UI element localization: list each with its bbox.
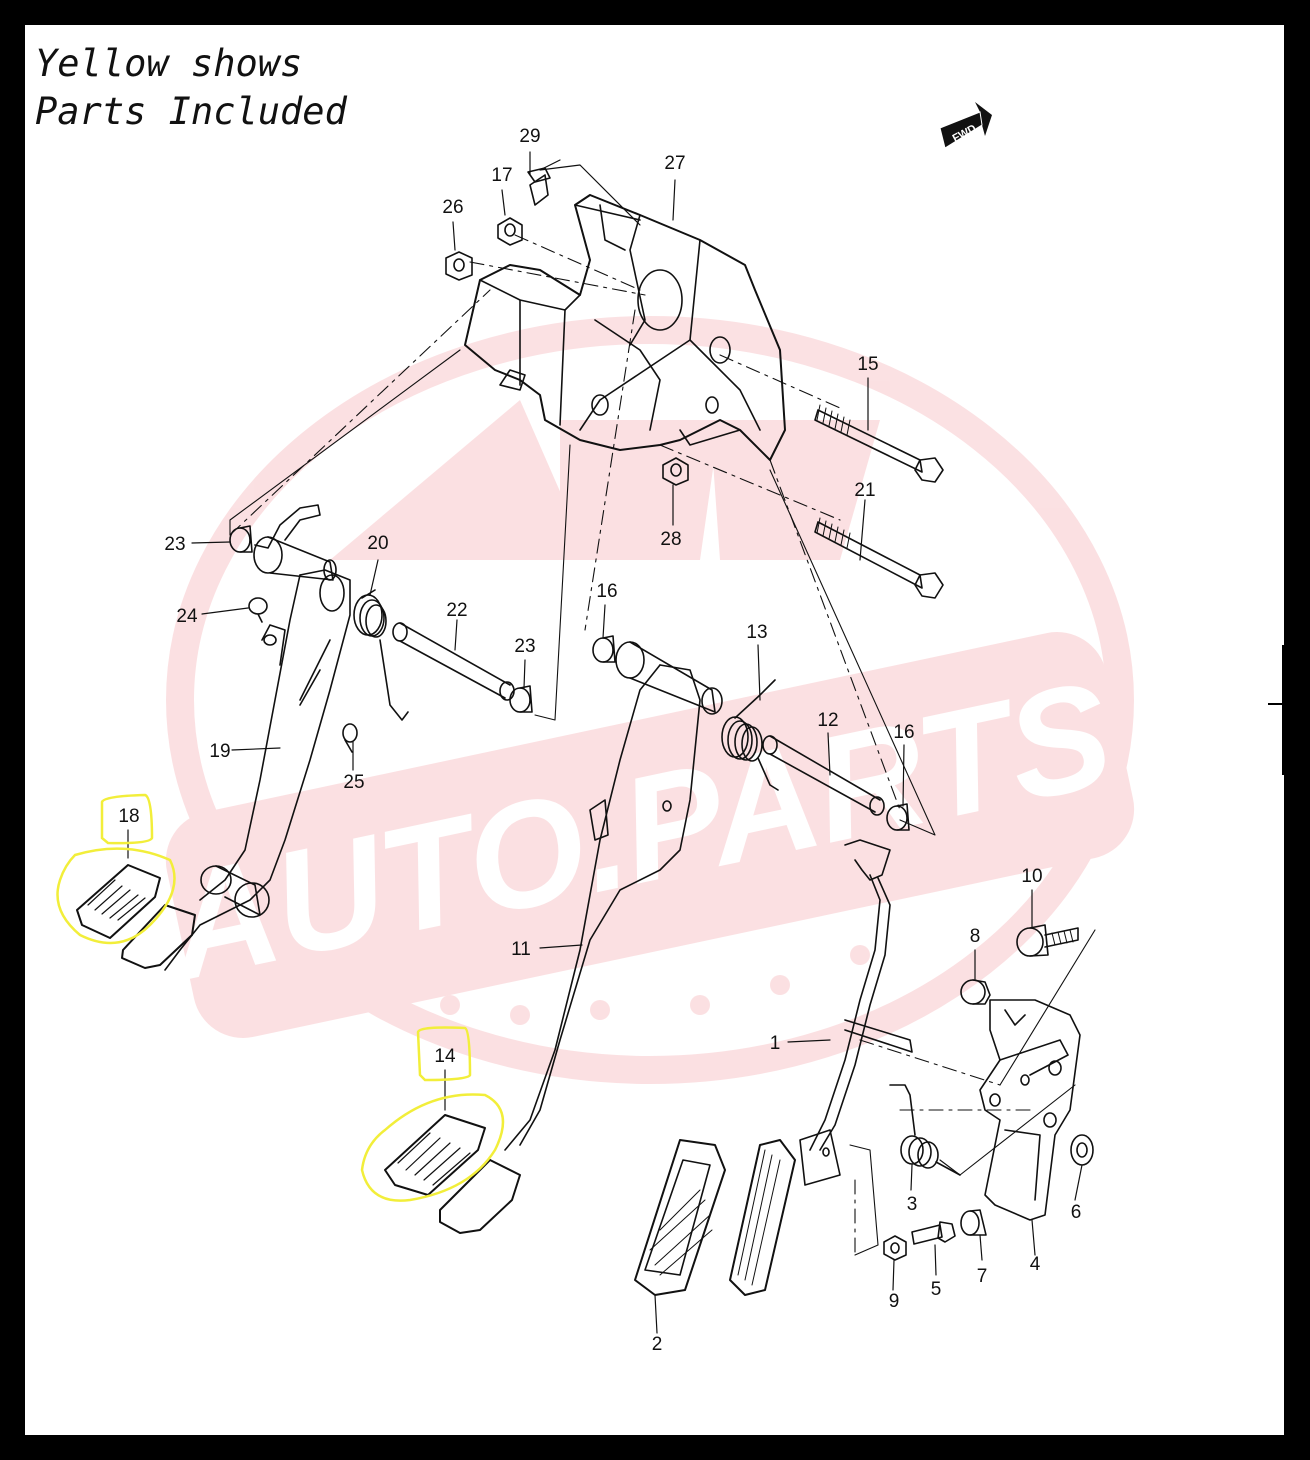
label-part-12: 12 — [817, 710, 838, 731]
label-part-13: 13 — [746, 622, 767, 643]
bushing-16-lower — [886, 803, 910, 831]
washer-6 — [1070, 1134, 1094, 1166]
phantom-lines — [229, 234, 1031, 1256]
brake-pedal-arm — [504, 641, 723, 1151]
label-part-5: 5 — [931, 1279, 942, 1300]
screw-25 — [342, 723, 358, 753]
caption-line-2: Parts Included — [35, 90, 347, 133]
nut-26 — [445, 251, 473, 281]
label-part-7: 7 — [977, 1266, 988, 1287]
nut-28 — [662, 457, 689, 486]
watermark: AUTO.PARTS — [149, 316, 1135, 1084]
forward-arrow-icon: FWD — [939, 102, 992, 149]
label-part-10: 10 — [1021, 866, 1042, 887]
bolt-15 — [814, 404, 944, 483]
right-edge-bar — [1282, 645, 1286, 775]
label-part-26: 26 — [442, 197, 463, 218]
bolt-5 — [911, 1221, 956, 1245]
bolt-21 — [814, 517, 944, 599]
highlight-pad-18 — [56, 847, 176, 945]
bushing-16-upper — [592, 635, 616, 663]
label-part-23b: 23 — [514, 636, 535, 657]
stopper-24 — [248, 597, 268, 623]
clutch-pedal-arm — [164, 504, 351, 971]
highlight-label-18 — [100, 793, 154, 845]
parts-linework — [76, 151, 1096, 1334]
label-part-28: 28 — [660, 529, 681, 550]
label-part-29: 29 — [519, 126, 540, 147]
return-spring-20 — [353, 589, 409, 721]
label-part-23a: 23 — [164, 534, 185, 555]
label-part-9: 9 — [889, 1291, 900, 1312]
pedal-bracket — [464, 194, 786, 461]
shaft-12 — [762, 735, 885, 816]
accelerator-arm — [799, 839, 913, 1186]
label-part-21: 21 — [854, 480, 875, 501]
label-part-8: 8 — [970, 926, 981, 947]
label-part-15: 15 — [857, 354, 878, 375]
label-part-17: 17 — [491, 165, 512, 186]
caption-line-1: Yellow shows — [35, 42, 303, 85]
label-part-4: 4 — [1030, 1254, 1041, 1275]
diagram-frame: Yellow shows Parts Included AUTO.PARTS F… — [25, 25, 1284, 1435]
label-part-25: 25 — [343, 772, 364, 793]
bolt-10 — [1016, 924, 1079, 957]
label-part-3: 3 — [907, 1194, 918, 1215]
label-part-14: 14 — [434, 1046, 456, 1067]
label-part-16a: 16 — [596, 581, 617, 602]
brake-pedal-pad — [384, 1114, 521, 1234]
return-spring-3 — [889, 1084, 961, 1176]
label-part-19: 19 — [209, 741, 230, 762]
bolt-29 — [527, 167, 551, 206]
nut-9 — [883, 1235, 907, 1261]
label-part-6: 6 — [1071, 1202, 1082, 1223]
highlight-label-14 — [416, 1026, 472, 1082]
bushing-7 — [960, 1209, 987, 1236]
label-part-24: 24 — [176, 606, 198, 627]
nut-17 — [497, 217, 523, 246]
label-part-27: 27 — [664, 153, 685, 174]
label-part-16b: 16 — [893, 722, 914, 743]
right-edge-tick — [1268, 703, 1286, 705]
bushing-23-left — [229, 525, 253, 553]
shaft-22 — [392, 622, 515, 701]
label-part-22: 22 — [446, 600, 467, 621]
included-parts-highlights — [56, 793, 505, 1202]
parts-diagram: AUTO.PARTS FWD — [56, 102, 1135, 1355]
label-part-11: 11 — [511, 939, 531, 960]
stopper-8 — [960, 979, 991, 1005]
highlight-pad-14 — [360, 1093, 505, 1202]
accelerator-pad — [729, 1139, 796, 1296]
accelerator-bracket — [979, 999, 1081, 1221]
label-part-18: 18 — [118, 806, 139, 827]
label-part-20: 20 — [367, 533, 388, 554]
label-leaders — [127, 151, 1083, 1334]
label-part-2: 2 — [652, 1334, 663, 1355]
clutch-pedal-pad — [76, 864, 196, 969]
return-spring-13 — [721, 679, 779, 791]
label-part-1: 1 — [770, 1033, 781, 1054]
accelerator-pad-cover — [634, 1139, 726, 1296]
